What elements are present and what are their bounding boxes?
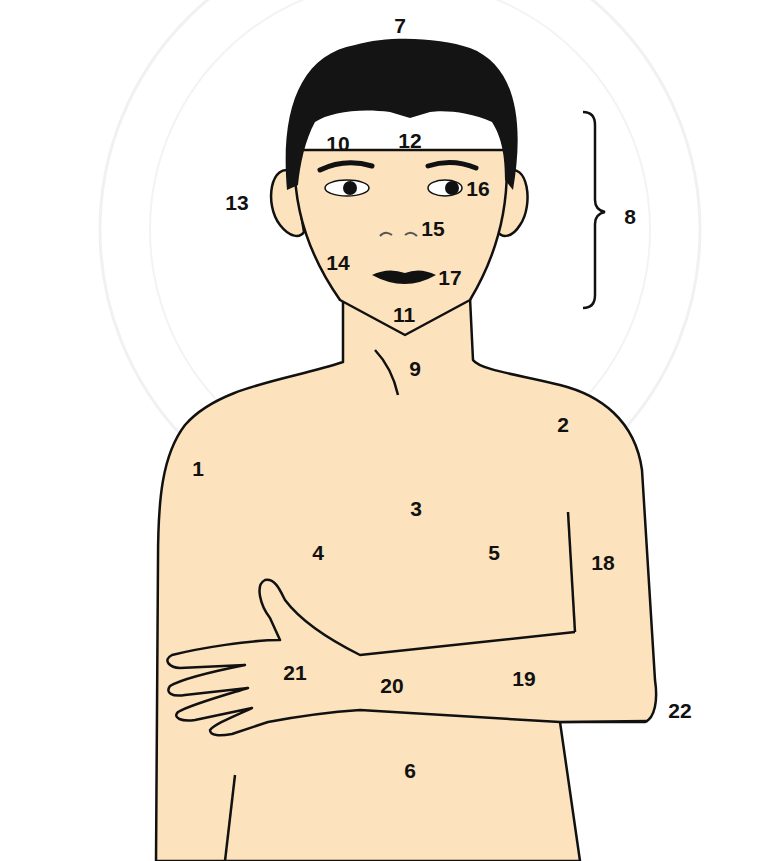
- callout-number: 8: [624, 206, 636, 227]
- mouth: [372, 270, 436, 284]
- callout-number: 22: [668, 700, 691, 721]
- callout-number: 9: [409, 358, 421, 379]
- callout-number: 6: [404, 760, 416, 781]
- callout-number: 19: [512, 668, 535, 689]
- pupil: [445, 181, 459, 195]
- face-outline: [295, 150, 507, 335]
- pupil: [343, 181, 357, 195]
- callout-number: 10: [326, 133, 349, 154]
- nostril: [380, 233, 392, 236]
- eyebrow: [320, 163, 372, 170]
- eye: [428, 180, 462, 196]
- callout-number: 14: [326, 252, 349, 273]
- callout-number: 3: [410, 498, 422, 519]
- neck-line: [375, 350, 398, 395]
- forearm-outline: [167, 580, 648, 735]
- eyebrow: [428, 162, 476, 168]
- hair: [286, 39, 518, 190]
- callout-number: 2: [557, 414, 569, 435]
- callout-number: 20: [380, 675, 403, 696]
- callout-number: 16: [466, 178, 489, 199]
- callout-number: 21: [283, 662, 306, 683]
- torso-outline: [156, 298, 656, 861]
- forearm-fill: [167, 580, 648, 735]
- callout-number: 1: [192, 458, 204, 479]
- callout-number: 4: [312, 542, 324, 563]
- callout-number: 18: [591, 552, 614, 573]
- eye: [325, 180, 369, 196]
- callout-number: 12: [398, 130, 421, 151]
- callout-number: 15: [421, 218, 444, 239]
- arm-line: [225, 775, 235, 861]
- callout-number: 13: [225, 192, 248, 213]
- bracket: [583, 112, 605, 308]
- callout-number: 11: [393, 304, 415, 325]
- callout-number: 7: [394, 15, 406, 36]
- callout-number: 5: [488, 542, 500, 563]
- arm-line: [568, 512, 575, 632]
- nostril: [405, 233, 417, 236]
- callout-number: 17: [438, 267, 461, 288]
